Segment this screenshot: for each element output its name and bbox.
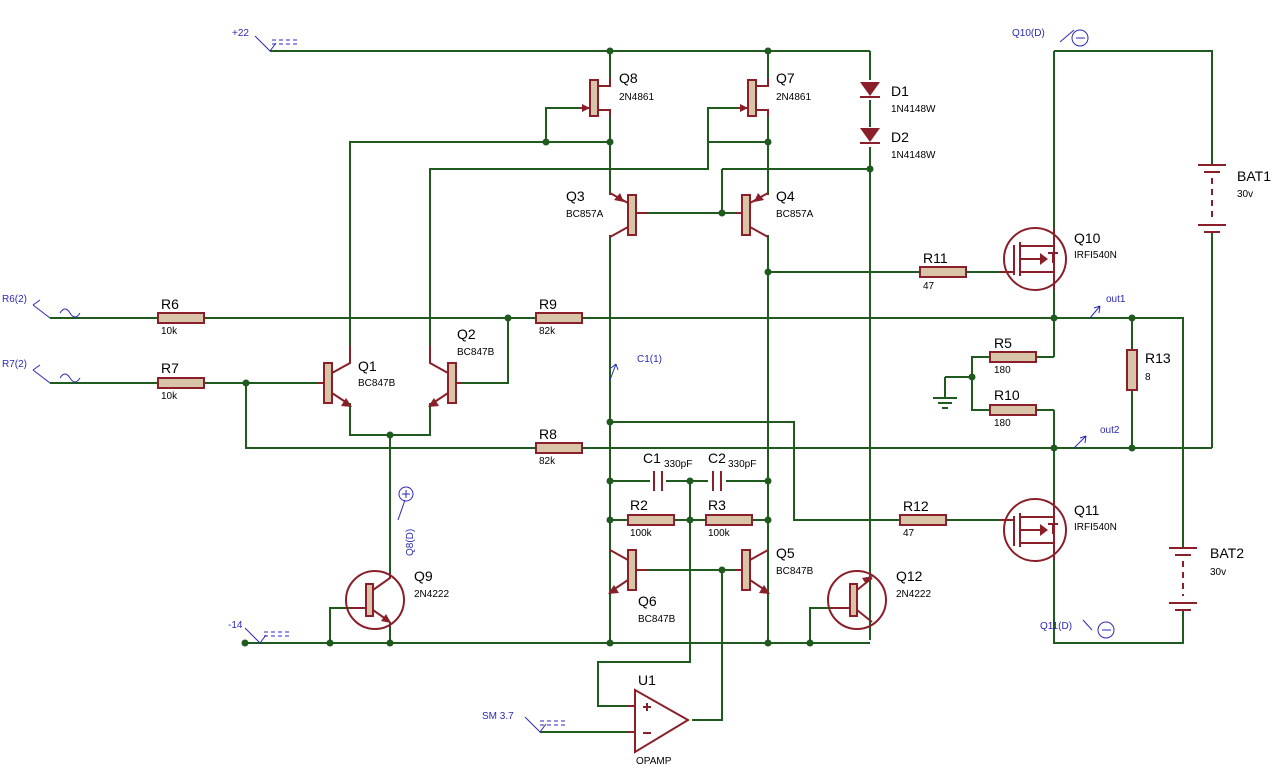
bat2-val: 30v bbox=[1210, 567, 1226, 578]
r13-ref: R13 bbox=[1145, 350, 1171, 366]
bat2-ref: BAT2 bbox=[1210, 545, 1244, 561]
capacitors bbox=[653, 471, 722, 491]
r3-val: 100k bbox=[708, 528, 731, 539]
q5-ref: Q5 bbox=[776, 545, 795, 561]
r6-ref: R6 bbox=[161, 296, 179, 312]
q3-val: BC857A bbox=[566, 209, 604, 220]
r3-ref: R3 bbox=[708, 497, 726, 513]
q2-ref: Q2 bbox=[457, 326, 476, 342]
r9-ref: R9 bbox=[539, 296, 557, 312]
q8-probe-label: Q8(D) bbox=[405, 529, 416, 556]
r6-val: 10k bbox=[161, 326, 178, 337]
q8-val: 2N4861 bbox=[619, 92, 654, 103]
r8-val: 82k bbox=[539, 456, 556, 467]
q10-val: IRFI540N bbox=[1074, 250, 1117, 261]
q2-val: BC847B bbox=[457, 347, 495, 358]
terminals bbox=[32, 29, 1115, 733]
q8-ref: Q8 bbox=[619, 70, 638, 86]
q10-ref: Q10 bbox=[1074, 230, 1101, 246]
q11-probe-label: Q11(D) bbox=[1040, 621, 1072, 632]
q12-ref: Q12 bbox=[896, 568, 923, 584]
q10-probe-label: Q10(D) bbox=[1012, 28, 1045, 39]
q11-ref: Q11 bbox=[1074, 502, 1100, 518]
q9-val: 2N4222 bbox=[414, 589, 449, 600]
r2-val: 100k bbox=[630, 528, 653, 539]
c1-ref: C1 bbox=[643, 450, 661, 466]
q1-ref: Q1 bbox=[358, 358, 377, 374]
diodes bbox=[860, 82, 880, 144]
q5-val: BC847B bbox=[776, 566, 814, 577]
ground-symbol bbox=[933, 397, 957, 409]
q4-ref: Q4 bbox=[776, 188, 795, 204]
d1-ref: D1 bbox=[891, 83, 909, 99]
c2-val: 330pF bbox=[728, 459, 756, 470]
wires bbox=[50, 50, 1213, 733]
batteries bbox=[1169, 164, 1226, 611]
transistors bbox=[318, 78, 1067, 630]
r7-source-label: R7(2) bbox=[2, 359, 27, 370]
r5-ref: R5 bbox=[994, 335, 1012, 351]
q6-val: BC847B bbox=[638, 614, 676, 625]
d1-val: 1N4148W bbox=[891, 104, 936, 115]
r9-val: 82k bbox=[539, 326, 556, 337]
q4-val: BC857A bbox=[776, 209, 814, 220]
r12-ref: R12 bbox=[903, 498, 929, 514]
out1-label: out1 bbox=[1106, 294, 1126, 305]
r7-val: 10k bbox=[161, 391, 178, 402]
c1-val: 330pF bbox=[664, 459, 692, 470]
r7-ref: R7 bbox=[161, 360, 179, 376]
net-labels: +22 -14 SM 3.7 R6(2) R7(2) C1(1) Q8(D) Q… bbox=[2, 28, 1126, 722]
q11-val: IRFI540N bbox=[1074, 522, 1117, 533]
bat1-val: 30v bbox=[1237, 189, 1253, 200]
r2-ref: R2 bbox=[630, 497, 648, 513]
q1-val: BC847B bbox=[358, 378, 396, 389]
q9-ref: Q9 bbox=[414, 568, 433, 584]
r11-ref: R11 bbox=[923, 250, 948, 266]
d2-val: 1N4148W bbox=[891, 150, 936, 161]
sm-label: SM 3.7 bbox=[482, 711, 514, 722]
q6-ref: Q6 bbox=[638, 593, 657, 609]
r6-source-label: R6(2) bbox=[2, 294, 27, 305]
bat1-ref: BAT1 bbox=[1237, 168, 1271, 184]
d2-ref: D2 bbox=[891, 129, 909, 145]
r5-val: 180 bbox=[994, 365, 1011, 376]
c2-ref: C2 bbox=[708, 450, 726, 466]
out2-label: out2 bbox=[1100, 425, 1120, 436]
r13-val: 8 bbox=[1145, 372, 1151, 383]
vneg-label: -14 bbox=[228, 620, 243, 631]
q7-ref: Q7 bbox=[776, 70, 795, 86]
reference-labels: Q8 2N4861 Q7 2N4861 D1 1N4148W D2 1N4148… bbox=[161, 70, 1271, 767]
opamp bbox=[628, 688, 690, 754]
r11-val: 47 bbox=[923, 281, 935, 292]
q7-val: 2N4861 bbox=[776, 92, 811, 103]
r8-ref: R8 bbox=[539, 426, 557, 442]
r10-ref: R10 bbox=[994, 387, 1020, 403]
junctions bbox=[241, 47, 1136, 647]
r12-val: 47 bbox=[903, 528, 915, 539]
c1-probe-label: C1(1) bbox=[637, 354, 662, 365]
q3-ref: Q3 bbox=[566, 188, 585, 204]
q12-val: 2N4222 bbox=[896, 589, 931, 600]
r10-val: 180 bbox=[994, 418, 1011, 429]
u1-val: OPAMP bbox=[636, 756, 672, 767]
vpos-label: +22 bbox=[232, 28, 249, 39]
resistors bbox=[157, 266, 1138, 526]
u1-ref: U1 bbox=[638, 672, 656, 688]
